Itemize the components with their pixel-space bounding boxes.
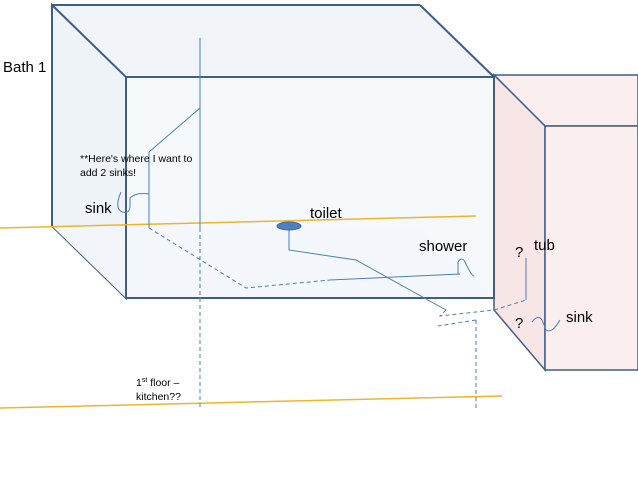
adjacent-room <box>492 73 638 373</box>
shower-drain-pipe <box>329 273 461 281</box>
vent-branch-pipe <box>148 107 201 153</box>
floor-line-lower <box>0 395 503 409</box>
toilet-icon <box>276 221 302 231</box>
adjacent-room-front <box>544 125 638 371</box>
sink-label-right: sink <box>566 309 593 326</box>
branch-dashed-lower <box>437 319 477 327</box>
note-line-1: **Here's where I want to <box>80 153 192 165</box>
shower-label: shower <box>419 238 467 255</box>
note-text: **Here's where I want to add 2 sinks! <box>80 153 195 179</box>
note-line-2: add 2 sinks! <box>80 167 136 179</box>
floor-line-upper <box>0 215 477 229</box>
floor-label-line-2: kitchen?? <box>136 391 181 403</box>
bath-room-back <box>52 5 494 77</box>
plumbing-pipes <box>117 38 561 410</box>
sink-trap-left <box>117 191 150 213</box>
bath-label: Bath 1 <box>3 59 46 76</box>
bath-room-top-right-edge <box>419 4 495 78</box>
toilet-label: toilet <box>310 205 343 222</box>
question-mark-lower: ? <box>515 315 523 332</box>
shower-trap <box>457 258 475 277</box>
drain-dashed-main <box>148 227 331 289</box>
sink-label-left: sink <box>85 200 112 217</box>
floor-label: 1st floor – kitchen?? <box>136 377 182 403</box>
question-mark-upper: ? <box>515 244 523 261</box>
branch-dashed-right <box>438 299 527 317</box>
toilet-supply-pipe <box>288 229 447 311</box>
floor-label-line-1: 1st floor – <box>136 377 180 389</box>
sink-trap-right <box>531 316 561 332</box>
bath-room-front <box>125 76 495 299</box>
tub-label: tub <box>534 237 555 254</box>
